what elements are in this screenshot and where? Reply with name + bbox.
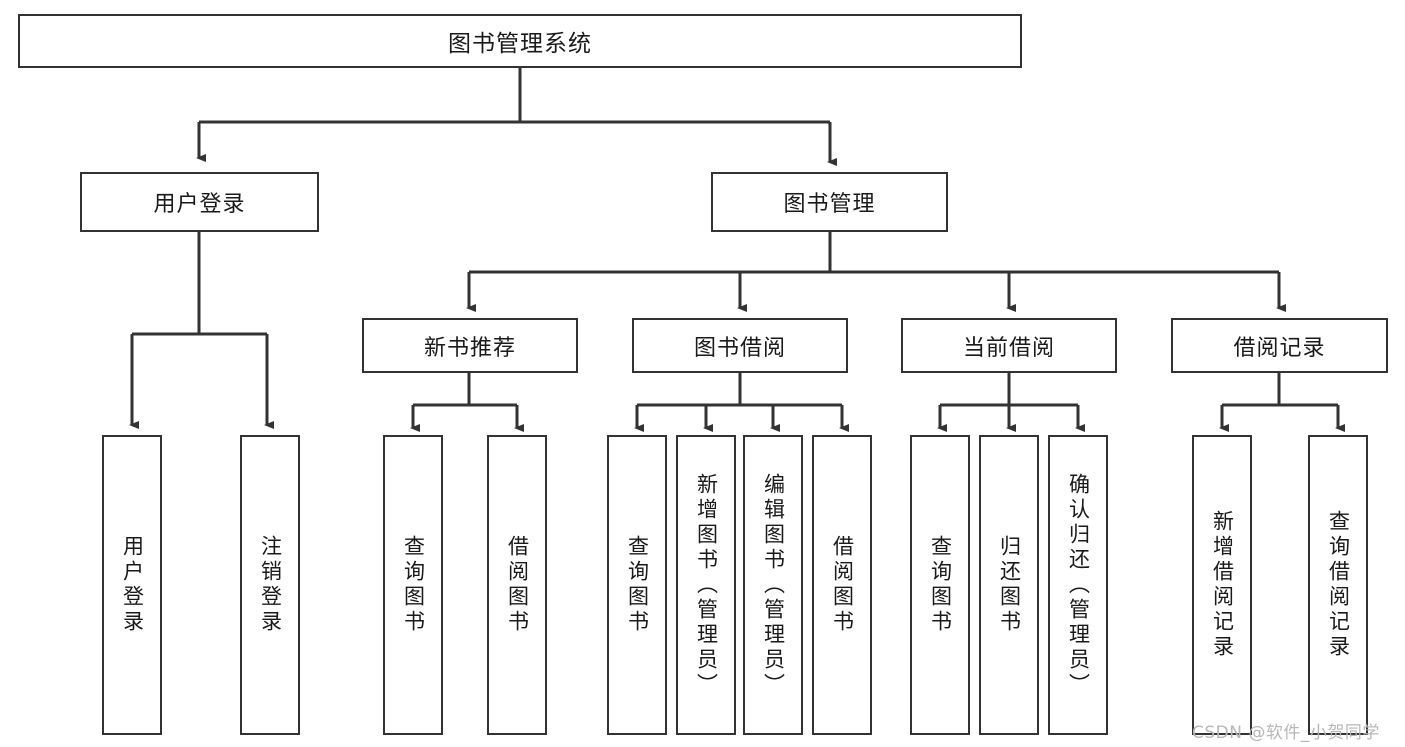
node-user-login[interactable]: 用户登录	[80, 172, 319, 232]
node-root-book-management-system[interactable]: 图书管理系统	[18, 14, 1022, 68]
node-book-management[interactable]: 图书管理	[711, 172, 948, 232]
node-label: 新增图书（管理员）	[694, 472, 719, 698]
leaf-current-borrow-confirm-return[interactable]: 确认归还（管理员）	[1048, 435, 1108, 735]
node-label: 注销登录	[258, 535, 283, 635]
node-label: 图书借阅	[693, 335, 786, 361]
csdn-watermark: CSDN @软件_小贺同学	[1192, 723, 1380, 743]
node-book-borrow[interactable]: 图书借阅	[632, 318, 848, 373]
node-borrow-record[interactable]: 借阅记录	[1171, 318, 1388, 373]
leaf-current-borrow-query[interactable]: 查询图书	[910, 435, 970, 735]
node-label: 借阅记录	[1233, 335, 1326, 361]
leaf-borrow-record-query[interactable]: 查询借阅记录	[1308, 435, 1368, 735]
node-label: 用户登录	[153, 192, 246, 217]
node-label: 查询借阅记录	[1326, 510, 1351, 660]
leaf-user-login-logout[interactable]: 注销登录	[240, 435, 300, 735]
leaf-book-borrow-edit[interactable]: 编辑图书（管理员）	[743, 435, 803, 735]
leaf-user-login-login[interactable]: 用户登录	[102, 435, 162, 735]
node-label: 图书管理	[783, 192, 876, 217]
node-label: 图书管理系统	[448, 31, 592, 57]
node-label: 确认归还（管理员）	[1066, 472, 1091, 698]
node-label: 借阅图书	[505, 535, 530, 635]
node-label: 查询图书	[928, 535, 953, 635]
node-label: 用户登录	[120, 535, 145, 635]
node-label: 查询图书	[625, 535, 650, 635]
node-label: 新增借阅记录	[1210, 510, 1235, 660]
leaf-book-borrow-add[interactable]: 新增图书（管理员）	[676, 435, 736, 735]
leaf-current-borrow-return[interactable]: 归还图书	[979, 435, 1039, 735]
leaf-book-borrow-borrow[interactable]: 借阅图书	[812, 435, 872, 735]
node-new-book-recommend[interactable]: 新书推荐	[362, 318, 578, 373]
node-label: 当前借阅	[962, 335, 1055, 361]
node-label: 新书推荐	[423, 335, 516, 361]
node-current-borrow[interactable]: 当前借阅	[901, 318, 1117, 373]
leaf-new-book-borrow[interactable]: 借阅图书	[487, 435, 547, 735]
node-label: 编辑图书（管理员）	[761, 472, 786, 698]
node-label: 查询图书	[401, 535, 426, 635]
node-label: 归还图书	[997, 535, 1022, 635]
node-label: 借阅图书	[830, 535, 855, 635]
leaf-book-borrow-query[interactable]: 查询图书	[607, 435, 667, 735]
leaf-borrow-record-add[interactable]: 新增借阅记录	[1192, 435, 1252, 735]
leaf-new-book-query[interactable]: 查询图书	[383, 435, 443, 735]
